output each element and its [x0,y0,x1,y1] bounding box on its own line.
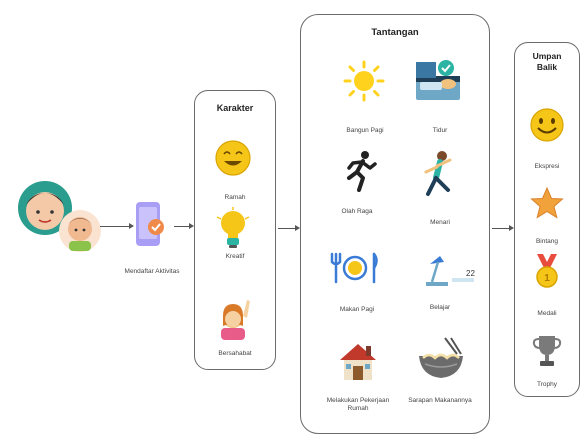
umpan-balik-item-label: Trophy [537,381,557,388]
lightbulb-icon [216,207,250,248]
karakter-item-label: Kreatif [225,253,245,260]
arrow-register-to-karakter [174,223,194,229]
dance-icon [424,151,452,196]
sun-icon [343,60,385,102]
tantangan-item-label: Makan Pagi [339,306,375,313]
svg-text:1: 1 [544,273,550,284]
smiley-icon [530,108,564,142]
tantangan-item-label: Belajar [429,304,451,311]
smiley-icon [215,140,251,176]
tantangan-item-label: Olah Raga [341,208,373,215]
tantangan-item-label: Melakukan Pekerjaan Rumah [326,397,390,412]
umpan-balik-title: Umpan Balik [532,51,562,72]
tantangan-item-label: Bangun Pagi [346,127,384,134]
hand-raise-icon [221,300,250,340]
karakter-item-label: Ramah [224,194,246,201]
desk-lamp-icon: 22 [426,256,475,286]
trophy-icon [532,336,562,366]
umpan-balik-item-label: Ekspresi [534,163,560,170]
arrow-tantangan-to-umpan-balik [492,225,514,231]
meal-icon [330,252,378,284]
karakter-item-label: Bersahabat [218,350,252,357]
tantangan-title: Tantangan [371,27,419,38]
register-label: Mendaftar Aktivitas [124,268,180,275]
star-icon [530,186,564,219]
umpan-balik-item-label: Bintang [535,238,559,245]
phone-check-icon [136,202,164,246]
running-icon [347,151,377,192]
tantangan-item-label: Tidur [432,127,448,134]
parent-child-avatar-icon [18,181,101,252]
medal-icon: 1 [536,254,558,288]
house-icon [340,344,376,380]
sleep-icon [416,60,460,100]
tantangan-item-label: Sarapan Makanannya [408,397,472,404]
umpan-balik-item-label: Medali [537,310,557,317]
noodle-bowl-icon [419,337,463,378]
arrow-karakter-to-tantangan [278,225,300,231]
karakter-title: Karakter [216,103,254,113]
karakter-panel: Karakter [194,90,276,370]
arrow-start-to-register [100,223,134,229]
svg-text:22: 22 [466,269,475,278]
tantangan-item-label: Menari [430,219,450,226]
